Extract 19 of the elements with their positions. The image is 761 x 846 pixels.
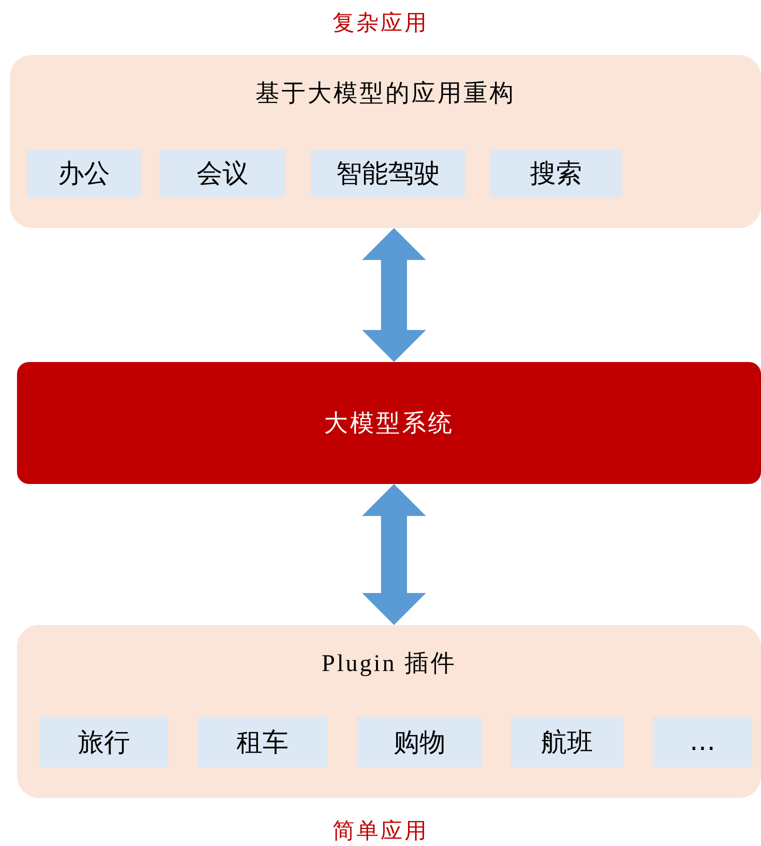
double-arrow xyxy=(362,228,426,362)
item-box: 购物 xyxy=(357,717,482,767)
side-label: 复杂应用 xyxy=(332,9,430,37)
item-box: … xyxy=(653,717,752,767)
item-box: 航班 xyxy=(511,717,623,767)
item-box: 办公 xyxy=(27,150,141,197)
item-box: 搜索 xyxy=(490,150,622,197)
side-label: 简单应用 xyxy=(332,817,430,845)
item-box: 租车 xyxy=(198,717,327,767)
item-box: 旅行 xyxy=(40,717,168,767)
heading: 大模型系统 xyxy=(323,410,455,439)
group-panel xyxy=(17,625,761,798)
item-box: 智能驾驶 xyxy=(311,150,465,197)
group-panel xyxy=(10,55,761,228)
heading: Plugin 插件 xyxy=(320,650,458,679)
system-bar xyxy=(17,362,761,484)
item-box: 会议 xyxy=(160,150,285,197)
double-arrow xyxy=(362,484,426,625)
heading: 基于大模型的应用重构 xyxy=(254,80,516,109)
